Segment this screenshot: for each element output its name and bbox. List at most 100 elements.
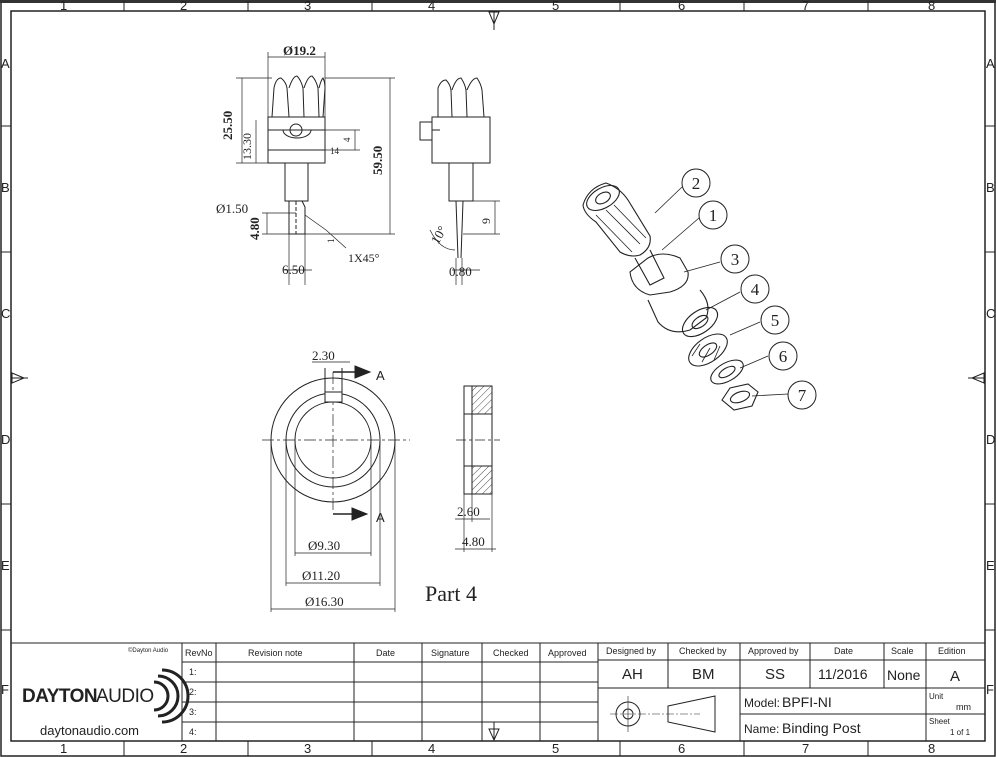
center-mark-right: [968, 372, 985, 384]
col-label-8b: 8: [928, 741, 935, 756]
rev-header-revno: RevNo: [185, 648, 213, 658]
row-label-e: E: [1, 558, 10, 573]
dim-dia-top: Ø19.2: [283, 43, 316, 58]
balloon-circle-3: [720, 244, 750, 274]
dayton-audio-logo: DAYTON AUDIO: [22, 668, 190, 724]
logo-brand-dayton: DAYTON: [22, 686, 97, 707]
dim-4: 4: [342, 137, 352, 142]
rev-header-signature: Signature: [431, 648, 470, 658]
balloon-circle-6: [768, 341, 798, 371]
checked-by-label: Checked by: [679, 646, 727, 656]
balloon-7: 7: [798, 386, 807, 405]
rev-header-note: Revision note: [248, 648, 303, 658]
scale-label: Scale: [891, 646, 914, 656]
edition-value: A: [950, 668, 960, 685]
row-label-c: C: [1, 306, 10, 321]
center-mark-left: [11, 372, 28, 384]
balloon-3: 3: [731, 250, 740, 269]
col-label-3: 3: [304, 0, 311, 13]
dim-chamfer: 1X45°: [348, 251, 380, 265]
col-label-1b: 1: [60, 741, 67, 756]
logo-brand-audio: AUDIO: [96, 686, 154, 707]
designed-by-label: Designed by: [606, 646, 657, 656]
balloon-circle-7: [787, 380, 817, 410]
dim-d-inner: Ø9.30: [308, 538, 340, 553]
dim-pin-dia: Ø1.50: [216, 201, 248, 216]
balloon-circle-4: [740, 274, 770, 304]
balloon-6: 6: [779, 347, 788, 366]
front-view: [236, 52, 395, 285]
section-a-top: A: [376, 368, 385, 383]
scale-value: None: [887, 667, 921, 683]
col-label-1: 1: [60, 0, 67, 13]
balloon-circle-5: [760, 305, 790, 335]
sheet-value: 1 of 1: [950, 728, 971, 737]
rev-row-4: 4:: [189, 727, 197, 737]
title-block: [11, 642, 985, 741]
col-label-3b: 3: [304, 741, 311, 756]
balloon-2: 2: [692, 174, 701, 193]
rev-row-3: 3:: [189, 707, 197, 717]
center-mark-top: [488, 11, 500, 30]
dim-width-bottom: 6.50: [282, 262, 305, 277]
side-view: [419, 77, 500, 285]
dim-sec-t2: 4.80: [462, 534, 485, 549]
name-value: Binding Post: [782, 720, 861, 736]
dim-d-mid: Ø11.20: [302, 568, 340, 583]
col-label-8: 8: [928, 0, 935, 13]
rev-row-1: 1:: [189, 667, 197, 677]
rev-header-checked: Checked: [493, 648, 529, 658]
model-value: BPFI-NI: [782, 694, 832, 710]
row-label-c-right: C: [986, 306, 995, 321]
row-label-d: D: [1, 432, 10, 447]
dim-9: 9: [479, 218, 493, 224]
row-label-b: B: [1, 180, 10, 195]
part4-section-view: [455, 385, 500, 552]
col-label-6b: 6: [678, 741, 685, 756]
website-text: daytonaudio.com: [40, 723, 139, 738]
checked-by-value: BM: [692, 666, 715, 683]
dim-angle: 10°: [428, 223, 450, 246]
approved-by-value: SS: [765, 666, 785, 683]
date-value: 11/2016: [818, 666, 868, 682]
balloons: [681, 168, 817, 410]
copyright-text: ©Dayton Audio: [128, 647, 169, 654]
dim-pin-small: 1: [326, 239, 336, 244]
col-label-6: 6: [678, 0, 685, 13]
row-label-e-right: E: [986, 558, 995, 573]
unit-value: mm: [956, 702, 971, 712]
balloon-1: 1: [709, 206, 718, 225]
row-label-b-right: B: [986, 180, 995, 195]
designed-by-value: AH: [622, 666, 643, 683]
name-label: Name:: [744, 722, 779, 736]
date-label: Date: [834, 646, 853, 656]
dim-h-overall: 59.50: [370, 146, 385, 175]
rev-row-2: 2:: [189, 687, 197, 697]
col-label-7: 7: [802, 0, 809, 13]
col-label-2b: 2: [180, 741, 187, 756]
rev-header-date: Date: [376, 648, 395, 658]
row-label-f-right: F: [986, 682, 994, 697]
dim-pin-len: 4.80: [247, 217, 262, 240]
col-label-5b: 5: [552, 741, 559, 756]
model-label: Model:: [744, 696, 780, 710]
dim-sec-t1: 2.60: [457, 504, 480, 519]
part4-label: Part 4: [425, 581, 477, 606]
section-a-bottom: A: [376, 510, 385, 525]
approved-by-label: Approved by: [748, 646, 799, 656]
col-label-2: 2: [180, 0, 187, 13]
balloon-circle-2: [681, 168, 711, 198]
dim-14: 14: [330, 146, 340, 156]
col-label-7b: 7: [802, 741, 809, 756]
dim-h-body: 13.30: [240, 133, 254, 160]
balloon-4: 4: [751, 280, 760, 299]
sheet-label: Sheet: [929, 717, 951, 726]
rev-header-approved: Approved: [548, 648, 587, 658]
row-label-a-right: A: [986, 56, 995, 71]
balloon-circle-1: [698, 200, 728, 230]
col-label-4b: 4: [428, 741, 435, 756]
dim-d-outer: Ø16.30: [305, 594, 344, 609]
edition-label: Edition: [938, 646, 966, 656]
